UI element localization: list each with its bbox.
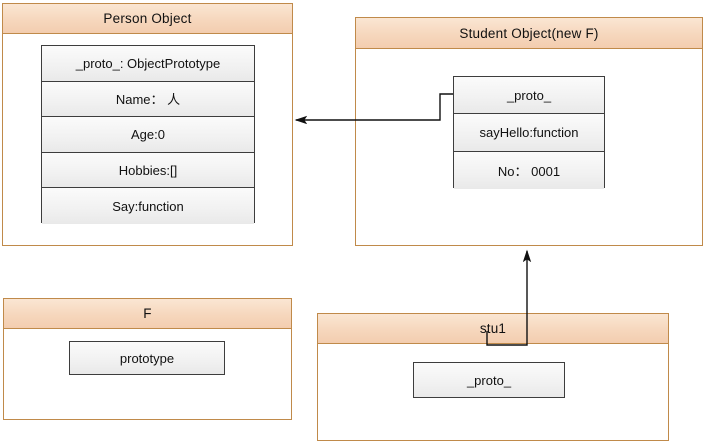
stu1-proto-box[interactable]: _proto_	[413, 362, 565, 398]
person-property-table: _proto_: ObjectPrototype Name： 人 Age:0 H…	[41, 45, 255, 224]
f-prototype-box[interactable]: prototype	[69, 341, 225, 375]
person-row-age[interactable]: Age:0	[42, 117, 254, 153]
person-row-hobbies[interactable]: Hobbies:[]	[42, 152, 254, 189]
person-object-body: _proto_: ObjectPrototype Name： 人 Age:0 H…	[3, 34, 292, 245]
student-object-group: Student Object(new F) _proto_ sayHello:f…	[355, 17, 703, 246]
stu1-title: stu1	[318, 314, 668, 344]
student-object-body: _proto_ sayHello:function No： 0001	[356, 49, 702, 245]
stu1-body: _proto_	[318, 344, 668, 440]
person-row-proto[interactable]: _proto_: ObjectPrototype	[42, 46, 254, 82]
student-row-no[interactable]: No： 0001	[454, 151, 604, 189]
person-object-group: Person Object _proto_: ObjectPrototype N…	[2, 3, 293, 246]
person-row-name[interactable]: Name： 人	[42, 81, 254, 118]
student-row-sayhello[interactable]: sayHello:function	[454, 114, 604, 152]
person-row-say[interactable]: Say:function	[42, 188, 254, 224]
student-object-title: Student Object(new F)	[356, 18, 702, 49]
stu1-group: stu1 _proto_	[317, 313, 669, 441]
f-title: F	[4, 299, 291, 329]
student-row-proto[interactable]: _proto_	[454, 77, 604, 115]
person-object-title: Person Object	[3, 4, 292, 34]
f-group: F prototype	[3, 298, 292, 420]
student-property-table: _proto_ sayHello:function No： 0001	[453, 76, 605, 189]
f-body: prototype	[4, 329, 291, 419]
